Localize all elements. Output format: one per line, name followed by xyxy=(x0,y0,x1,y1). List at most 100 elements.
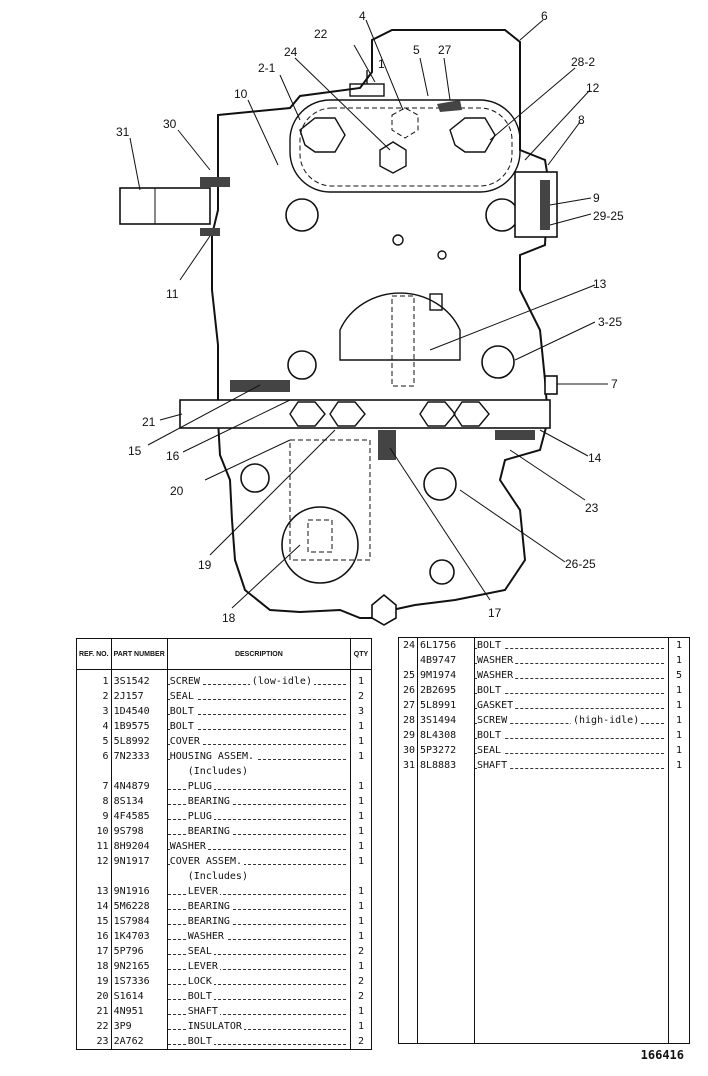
description-cell: WASHER xyxy=(166,929,352,944)
lever-13 xyxy=(339,292,461,361)
qty-cell: 2 xyxy=(350,989,372,1004)
part-description: BEARING xyxy=(187,916,232,927)
ref-no-cell: 30 xyxy=(398,743,418,758)
part-description: SCREW xyxy=(169,676,202,687)
dashed-leader xyxy=(167,864,346,865)
dashed-leader xyxy=(167,1029,346,1030)
description-cell: BOLT xyxy=(166,719,352,734)
description-cell: BEARING xyxy=(166,914,352,929)
mount-bolt-upper-right xyxy=(485,198,519,232)
description-cell: BOLT xyxy=(166,989,352,1004)
description-cell: SHAFT xyxy=(474,758,669,773)
dashed-leader xyxy=(475,648,664,649)
qty-cell: 1 xyxy=(668,728,690,743)
description-cell: HOUSING ASSEM. xyxy=(166,749,352,764)
description-cell: BEARING xyxy=(166,794,352,809)
qty-cell: 1 xyxy=(350,1019,372,1034)
part-number-cell xyxy=(110,869,168,884)
description-cell: BOLT xyxy=(474,637,669,653)
callout-26-25: 26-25 xyxy=(565,557,596,571)
qty-cell: 1 xyxy=(668,698,690,713)
part-description: SEAL xyxy=(169,691,196,702)
qty-cell: 2 xyxy=(350,689,372,704)
part-number-cell: 3S1542 xyxy=(110,669,168,689)
qty-cell: 1 xyxy=(668,713,690,728)
qty-cell: 1 xyxy=(668,683,690,698)
part-number-cell: 2J157 xyxy=(110,689,168,704)
qty-cell: 1 xyxy=(668,758,690,773)
part-description: BEARING xyxy=(187,826,232,837)
ref-no-cell: 21 xyxy=(76,1004,112,1019)
qty-cell: 1 xyxy=(350,884,372,899)
callout-6: 6 xyxy=(541,9,548,23)
ref-no-cell: 13 xyxy=(76,884,112,899)
part-number-cell: 5P796 xyxy=(110,944,168,959)
part-description: BOLT xyxy=(477,685,504,696)
part-description: HOUSING ASSEM. xyxy=(169,751,257,762)
part-number-cell: 9N1917 xyxy=(110,854,168,869)
part-description: (Includes) xyxy=(187,766,250,777)
part-description: BOLT xyxy=(477,730,504,741)
description-cell: BEARING xyxy=(166,824,352,839)
part-number-cell: 5P3272 xyxy=(417,743,475,758)
ref-no-cell: 25 xyxy=(398,668,418,683)
dashed-leader xyxy=(475,693,664,694)
description-cell: GASKET xyxy=(474,698,669,713)
dashed-leader xyxy=(475,738,664,739)
bearing-15 xyxy=(230,380,290,392)
dashed-leader xyxy=(167,789,346,790)
callout-20: 20 xyxy=(170,484,184,498)
plug-7 xyxy=(544,375,558,395)
part-description: LEVER xyxy=(187,961,220,972)
part-description: SCREW xyxy=(477,715,510,726)
dashed-leader xyxy=(167,744,346,745)
description-cell: PLUG xyxy=(166,809,352,824)
qty-cell: 3 xyxy=(350,704,372,719)
callout-13: 13 xyxy=(593,277,607,291)
dashed-leader xyxy=(475,678,664,679)
qty-cell: 1 xyxy=(350,794,372,809)
qty-cell: 1 xyxy=(350,719,372,734)
qty-cell: 1 xyxy=(350,809,372,824)
shaft-hex-3 xyxy=(419,401,456,427)
qty-cell: 1 xyxy=(350,839,372,854)
part-description: BOLT xyxy=(187,1036,214,1047)
small-hole-1 xyxy=(392,234,404,246)
ref-no-cell: 14 xyxy=(76,899,112,914)
mount-bolt-lower-right xyxy=(429,559,455,585)
part-description: SEAL xyxy=(187,946,214,957)
callout-5: 5 xyxy=(413,43,420,57)
dashed-leader xyxy=(167,939,346,940)
part-number-cell xyxy=(110,764,168,779)
dashed-leader xyxy=(167,984,346,985)
dashed-leader xyxy=(475,753,664,754)
ref-no-cell: 26 xyxy=(398,683,418,698)
dashed-leader xyxy=(167,894,346,895)
description-cell: SEAL xyxy=(474,743,669,758)
description-cell: (Includes) xyxy=(166,764,352,779)
ref-no-cell: 5 xyxy=(76,734,112,749)
ref-no-cell: 23 xyxy=(76,1034,112,1050)
part-number-cell: 1K4703 xyxy=(110,929,168,944)
ref-no-cell: 12 xyxy=(76,854,112,869)
header-description: DESCRIPTION xyxy=(166,638,352,670)
ref-no-cell: 20 xyxy=(76,989,112,1004)
qty-cell: 1 xyxy=(350,854,372,869)
ref-no-cell xyxy=(398,653,418,668)
description-cell: BOLT xyxy=(474,728,669,743)
header-qty: QTY xyxy=(350,638,372,670)
blank-cell xyxy=(417,773,475,1044)
dashed-leader xyxy=(167,909,346,910)
dashed-leader xyxy=(167,729,346,730)
description-cell: SEAL xyxy=(166,944,352,959)
ref-no-cell: 11 xyxy=(76,839,112,854)
callout-28-2: 28-2 xyxy=(571,55,595,69)
callout-31: 31 xyxy=(116,125,130,139)
header-ref-no: REF. NO. xyxy=(76,638,112,670)
description-cell: WASHER xyxy=(474,668,669,683)
qty-cell: 1 xyxy=(668,637,690,653)
